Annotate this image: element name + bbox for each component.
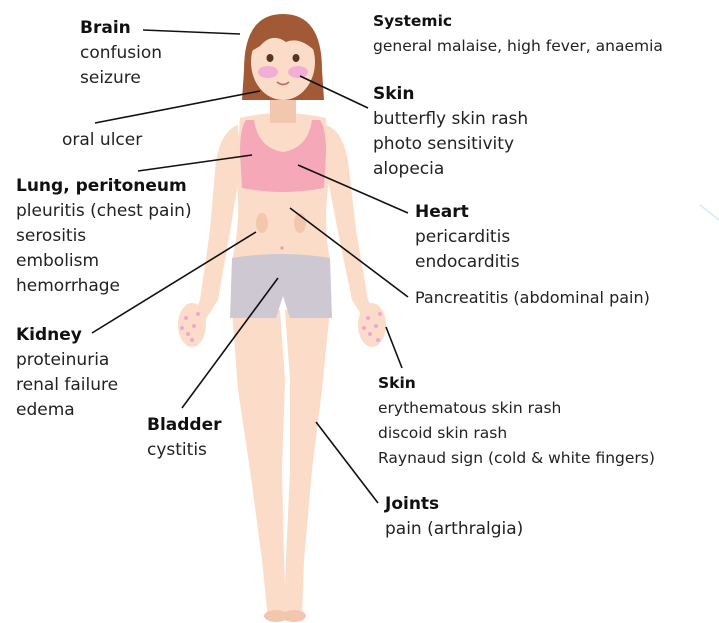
kidney-label: Kidney proteinuria renal failure edema — [16, 323, 118, 423]
joints-line — [316, 422, 378, 503]
lung-item: serositis — [16, 224, 192, 249]
systemic-title: Systemic — [373, 9, 663, 34]
left-cheek-rash — [258, 66, 278, 78]
pancreatitis-item: Pancreatitis (abdominal pain) — [415, 285, 650, 310]
systemic-item: general malaise, high fever, anaemia — [373, 34, 663, 59]
left-kidney — [256, 213, 268, 233]
right-foot — [282, 610, 306, 622]
right-cheek-rash — [288, 66, 308, 78]
systemic-label: Systemic general malaise, high fever, an… — [373, 9, 663, 59]
skin-face-item: butterfly skin rash — [373, 107, 528, 132]
left-eye — [267, 54, 274, 62]
bladder-title: Bladder — [147, 413, 222, 438]
skin-hand-line — [386, 327, 402, 368]
brain-item: confusion — [80, 41, 162, 66]
pancreatitis-label: Pancreatitis (abdominal pain) — [415, 285, 650, 310]
lung-title: Lung, peritoneum — [16, 174, 192, 199]
kidney-item: renal failure — [16, 373, 118, 398]
shorts — [230, 254, 332, 318]
brain-label: Brain confusion seizure — [80, 16, 162, 91]
left-leg — [232, 310, 286, 618]
brain-title: Brain — [80, 16, 162, 41]
joints-label: Joints pain (arthralgia) — [385, 492, 523, 542]
heart-item: endocarditis — [415, 250, 520, 275]
lung-item: pleuritis (chest pain) — [16, 199, 192, 224]
joints-item: pain (arthralgia) — [385, 517, 523, 542]
decorative-stroke — [700, 205, 719, 220]
oral-ulcer-line — [95, 91, 260, 123]
kidney-title: Kidney — [16, 323, 118, 348]
heart-label: Heart pericarditis endocarditis — [415, 200, 520, 275]
heart-item: pericarditis — [415, 225, 520, 250]
brain-item: seizure — [80, 66, 162, 91]
lung-item: hemorrhage — [16, 274, 192, 299]
skin-face-item: alopecia — [373, 157, 528, 182]
skin-hand-title: Skin — [378, 371, 655, 396]
joints-title: Joints — [385, 492, 523, 517]
oral-ulcer-label: oral ulcer — [62, 128, 142, 153]
right-leg — [284, 310, 330, 618]
skin-face-item: photo sensitivity — [373, 132, 528, 157]
skin-hand-item: Raynaud sign (cold & white fingers) — [378, 446, 655, 471]
woman-body — [178, 14, 386, 622]
right-arm — [326, 125, 378, 322]
skin-face-title: Skin — [373, 82, 528, 107]
right-eye — [293, 54, 300, 62]
heart-title: Heart — [415, 200, 520, 225]
skin-hand-label: Skin erythematous skin rash discoid skin… — [378, 371, 655, 471]
oral-ulcer-item: oral ulcer — [62, 128, 142, 153]
lung-item: embolism — [16, 249, 192, 274]
skin-hand-item: discoid skin rash — [378, 421, 655, 446]
navel — [280, 246, 283, 249]
kidney-item: proteinuria — [16, 348, 118, 373]
bladder-item: cystitis — [147, 438, 222, 463]
skin-hand-item: erythematous skin rash — [378, 396, 655, 421]
bladder-label: Bladder cystitis — [147, 413, 222, 463]
lung-label: Lung, peritoneum pleuritis (chest pain) … — [16, 174, 192, 299]
right-hand — [358, 303, 386, 347]
kidney-item: edema — [16, 398, 118, 423]
skin-face-label: Skin butterfly skin rash photo sensitivi… — [373, 82, 528, 182]
